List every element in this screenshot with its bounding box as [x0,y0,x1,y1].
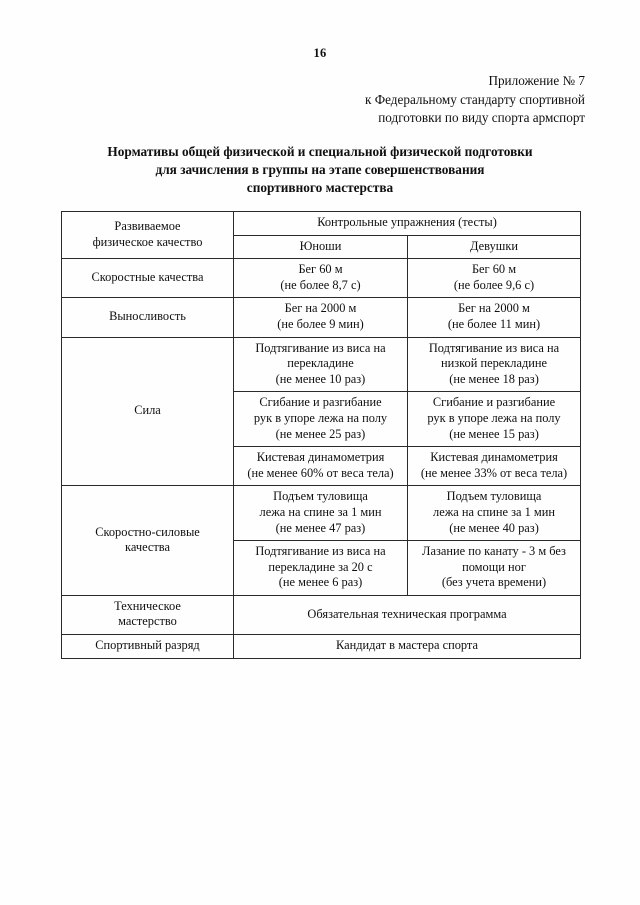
value-line: (не более 9,6 с) [453,277,535,292]
standard-reference-line1: к Федеральному стандарту спортивной [365,91,585,107]
table-header-row-2: Юноши Девушки [62,234,582,260]
standard-reference-line2: подготовки по виду спорта армспорт [378,110,585,125]
value-line: Подтягивание из виса на [255,544,386,559]
row-female-speed: Бег 60 м (не более 9,6 с) [406,258,582,299]
row-value-sport-rank: Кандидат в мастера спорта [232,634,582,659]
row-female-endurance: Бег на 2000 м (не более 11 мин) [406,297,582,338]
value-line: Лазание по канату - 3 м без [422,544,566,559]
row-female-situps: Подъем туловища лежа на спине за 1 мин (… [406,485,582,542]
table-header-row-1: Развиваемое физическое качество Контроль… [61,210,582,260]
row-male-pushups: Сгибание и разгибание рук в упоре лежа н… [233,391,408,448]
header-quality-column: Развиваемое физическое качество [61,210,234,260]
page-title-line3: спортивного мастерства [246,180,394,195]
table-row: Скоростно-силовые качества Подъем тулови… [61,485,582,596]
table-row: Скоростные качества Бег 60 м (не более 8… [61,258,582,299]
value-line: Сгибание и разгибание [432,395,556,410]
value-line: лежа на спине за 1 мин [433,504,555,519]
value-line: Подъем туловища [273,489,368,504]
quality-line: Техническое [114,598,181,613]
header-quality-line1: Развиваемое [114,219,181,233]
value-line: лежа на спине за 1 мин [259,504,382,519]
value-line: (не более 9 мин) [277,316,364,331]
row-quality-sport-rank: Спортивный разряд [61,634,234,659]
quality-line: мастерство [118,614,177,629]
quality-line: качества [125,540,170,555]
value-line: перекладине за 20 с [268,559,373,574]
value-line: низкой перекладине [440,356,548,371]
table-row: Спортивный разряд Кандидат в мастера спо… [61,634,582,659]
value-line: (не более 8,7 с) [280,277,361,292]
row-male-situps: Подъем туловища лежа на спине за 1 мин (… [233,485,408,542]
table-row: Кистевая динамометрия (не менее 60% от в… [62,446,582,487]
value-line: Бег 60 м [298,262,343,277]
page-title-line2: для зачисления в группы на этапе соверше… [155,162,485,177]
appendix-number: Приложение № 7 [488,73,585,88]
value-line: (не менее 60% от веса тела) [247,465,394,480]
value-line: Кистевая динамометрия [256,450,385,465]
norms-table: Развиваемое физическое качество Контроль… [61,210,582,659]
value-line: (не более 11 мин) [447,316,541,331]
row-quality-speed-strength: Скоростно-силовые качества [61,485,234,596]
value-line: рук в упоре лежа на полу [427,410,561,425]
row-quality-technical-mastery: Техническое мастерство [61,594,234,636]
value-line: Сгибание и разгибание [259,395,382,410]
page-title-line1: Нормативы общей физической и специальной… [107,144,533,159]
row-male-speed: Бег 60 м (не более 8,7 с) [233,258,408,299]
page-title: Нормативы общей физической и специальной… [50,143,590,197]
value-line: (не менее 10 раз) [275,371,366,386]
row-male-timed-pullups: Подтягивание из виса на перекладине за 2… [233,540,408,596]
value-line: Подтягивание из виса на [428,340,560,355]
value-line: (не менее 33% от веса тела) [420,465,568,480]
row-quality-speed: Скоростные качества [61,258,234,299]
value-line: Бег на 2000 м [284,301,357,316]
value-line: (не менее 6 раз) [278,575,363,590]
row-value-technical-program: Обязательная техническая программа [232,594,582,636]
table-row: Сила Подтягивание из виса на перекладине… [61,336,582,487]
row-male-endurance: Бег на 2000 м (не более 9 мин) [233,297,408,338]
row-female-pushups: Сгибание и разгибание рук в упоре лежа н… [406,391,582,448]
table-row: Выносливость Бег на 2000 м (не более 9 м… [61,297,582,338]
row-female-dynamometry: Кистевая динамометрия (не менее 33% от в… [406,446,582,487]
value-line: (без учета времени) [441,575,547,590]
value-line: Бег на 2000 м [458,301,530,316]
value-line: перекладине [287,356,354,371]
value-line: (не менее 25 раз) [275,426,366,441]
page-number: 16 [313,46,327,60]
value-line: Подтягивание из виса на [255,340,386,355]
value-line: рук в упоре лежа на полу [253,410,388,425]
value-line: (не менее 40 раз) [449,520,539,535]
header-female: Девушки [406,234,582,260]
value-line: (не менее 18 раз) [449,371,539,386]
row-female-rope-climb: Лазание по канату - 3 м без помощи ног (… [406,540,582,596]
quality-line: Скоростно-силовые [95,524,200,539]
norms-table-container: Развиваемое физическое качество Контроль… [61,210,582,659]
value-line: (не менее 15 раз) [449,426,539,441]
value-line: (не менее 47 раз) [275,520,366,535]
value-line: Бег 60 м [471,262,517,277]
document-header: Приложение № 7 к Федеральному стандарту … [165,72,585,128]
header-tests: Контрольные упражнения (тесты) [232,211,582,236]
row-female-pullups: Подтягивание из виса на низкой переклади… [406,336,582,393]
row-quality-strength: Сила [61,336,234,487]
value-line: Подъем туловища [446,489,542,504]
table-row: Сгибание и разгибание рук в упоре лежа н… [62,391,582,448]
row-male-pullups: Подтягивание из виса на перекладине (не … [233,336,408,393]
row-quality-endurance: Выносливость [61,297,234,338]
table-row: Техническое мастерство Обязательная техн… [61,594,582,636]
header-quality-line2: физическое качество [92,234,203,249]
header-male: Юноши [233,234,408,260]
value-line: помощи ног [462,559,526,574]
row-male-dynamometry: Кистевая динамометрия (не менее 60% от в… [233,446,408,487]
value-line: Кистевая динамометрия [430,450,558,465]
